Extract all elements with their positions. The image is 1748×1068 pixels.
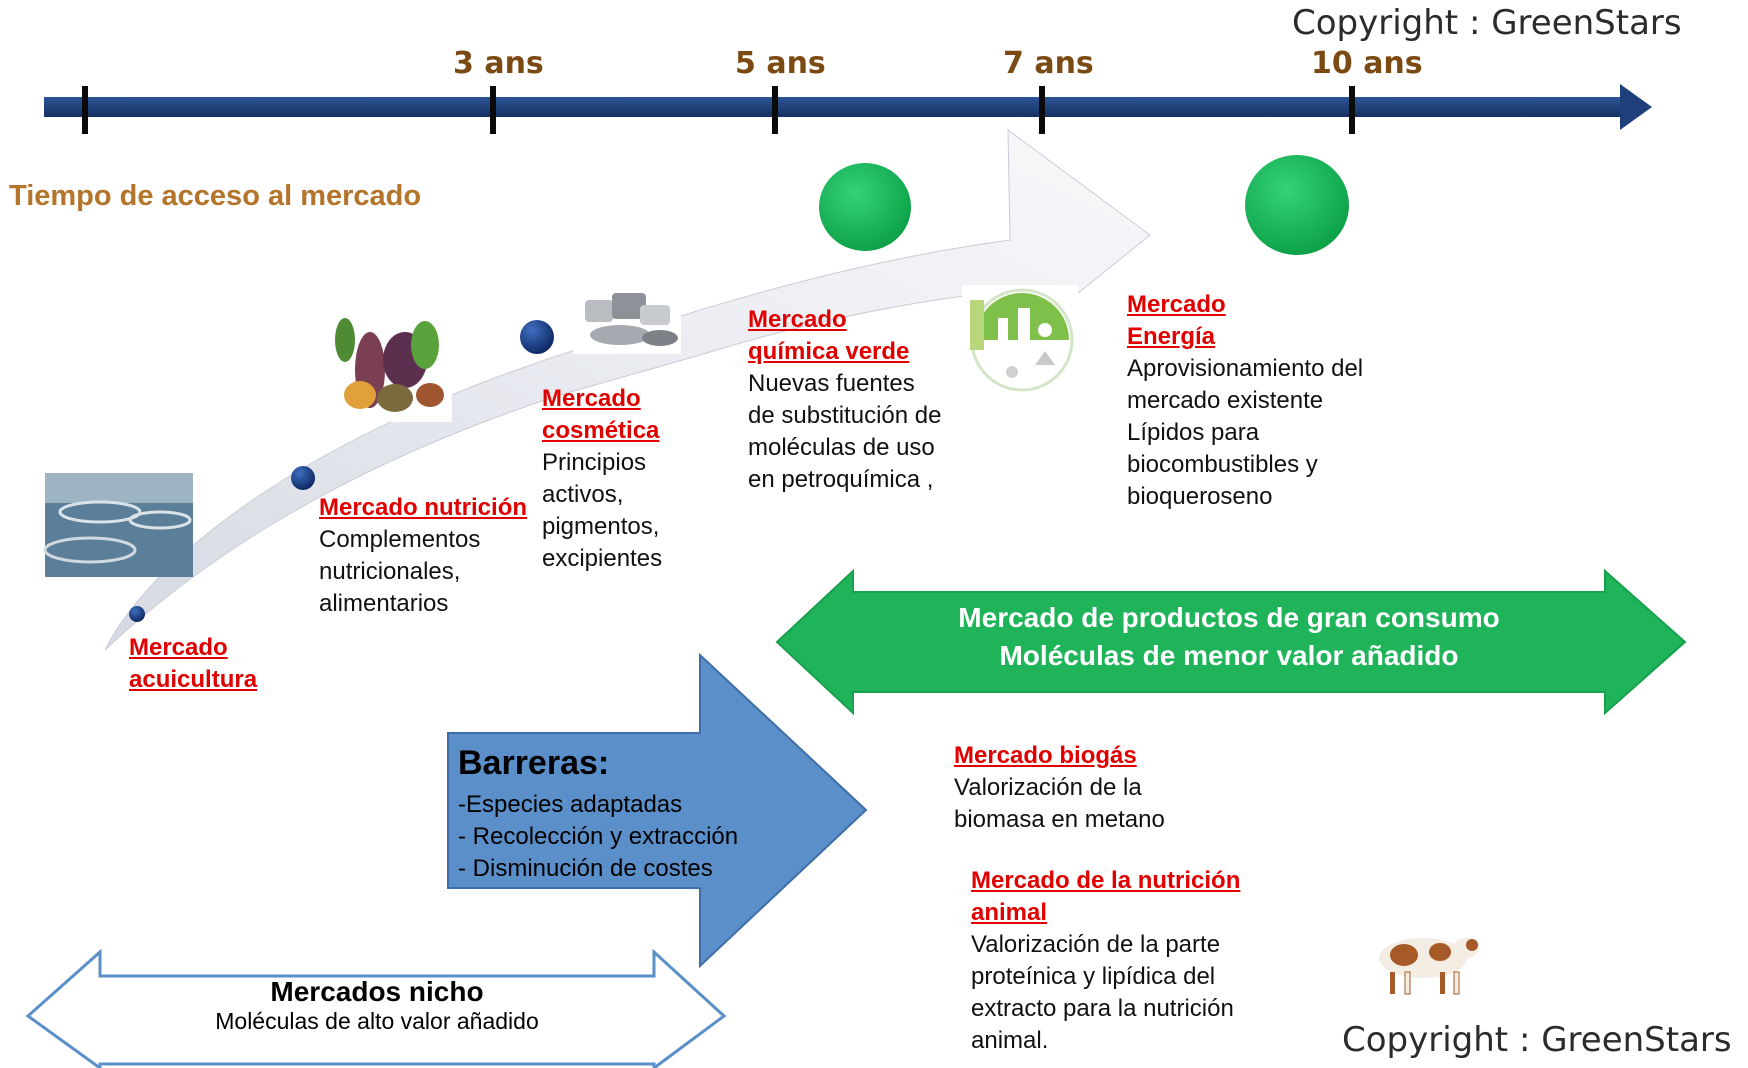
market-title: Mercado	[748, 306, 847, 333]
market-description: bioqueroseno	[1127, 483, 1273, 510]
barriers-box: Barreras: -Especies adaptadas - Recolecc…	[458, 744, 738, 885]
cow-photo	[1363, 932, 1491, 1002]
market-description: excipientes	[542, 545, 663, 572]
barriers-title: Barreras:	[458, 744, 610, 782]
market-description: Valorización de la	[954, 774, 1142, 801]
tick-label-5-ans: 5 ans	[735, 46, 826, 81]
consumer-market-label: Mercado de productos de gran consumo Mol…	[853, 599, 1605, 675]
tick-mark	[490, 86, 496, 134]
market-description: Principios	[542, 449, 647, 476]
consumer-market-line: Moléculas de menor valor añadido	[999, 640, 1459, 671]
aquaculture-photo	[43, 473, 193, 577]
market-description: en petroquímica ,	[748, 466, 934, 493]
barrier-item: - Recolección y extracción	[458, 823, 739, 850]
green-milestone-ball	[1245, 155, 1349, 255]
tick-mark	[772, 86, 778, 134]
market-nutricion: Mercado nutrición Complementos nutricion…	[319, 492, 527, 620]
market-description: activos,	[542, 481, 624, 508]
market-description: Aprovisionamiento del	[1127, 355, 1364, 382]
market-title: química verde	[748, 338, 910, 365]
milestone-dot	[291, 466, 315, 490]
barrier-item: -Especies adaptadas	[458, 791, 683, 818]
market-description: Nuevas fuentes	[748, 370, 915, 397]
green-milestone-ball	[819, 163, 911, 251]
tick-mark	[82, 86, 88, 134]
tick-label-7-ans: 7 ans	[1003, 46, 1094, 81]
tick-label-10-ans: 10 ans	[1311, 46, 1423, 81]
market-biogas: Mercado biogás Valorización de la biomas…	[954, 740, 1165, 836]
market-nutricion-animal: Mercado de la nutrición animal Valorizac…	[971, 865, 1240, 1057]
market-title: Mercado	[542, 385, 641, 412]
market-title: cosmética	[542, 417, 660, 444]
market-title: Mercado	[1127, 291, 1226, 318]
market-description: animal.	[971, 1027, 1049, 1054]
barrier-item: - Disminución de costes	[458, 855, 713, 882]
market-title: acuicultura	[129, 666, 258, 693]
market-title: Mercado nutrición	[319, 494, 528, 521]
tick-label-3-ans: 3 ans	[453, 46, 544, 81]
market-description: Complementos	[319, 526, 481, 553]
green-chemistry-logo	[962, 285, 1078, 397]
market-description: biomasa en metano	[954, 806, 1165, 833]
copyright-top: Copyright : GreenStars	[1292, 3, 1682, 43]
market-title: Mercado de la nutrición	[971, 867, 1241, 894]
market-acuicultura: Mercado acuicultura	[129, 632, 257, 696]
market-title: Mercado biogás	[954, 742, 1137, 769]
milestone-dot	[129, 606, 145, 622]
niche-subtitle: Moléculas de alto valor añadido	[215, 1008, 539, 1034]
vegetables-photo	[334, 312, 452, 422]
barriers-arrow	[447, 652, 868, 969]
market-title: animal	[971, 899, 1048, 926]
tick-mark	[1039, 86, 1045, 134]
market-energia: Mercado Energía Aprovisionamiento del me…	[1127, 289, 1363, 513]
cosmetic-jars-photo	[573, 288, 681, 354]
market-description: alimentarios	[319, 590, 449, 617]
niche-title: Mercados nicho	[270, 976, 484, 1007]
market-title: Energía	[1127, 323, 1216, 350]
market-description: de substitución de	[748, 402, 942, 429]
market-description: biocombustibles y	[1127, 451, 1318, 478]
market-title: Mercado	[129, 634, 228, 661]
consumer-market-line: Mercado de productos de gran consumo	[958, 602, 1500, 633]
market-description: nutricionales,	[319, 558, 461, 585]
market-cosmetica: Mercado cosmética Principios activos, pi…	[542, 383, 662, 575]
market-quimica-verde: Mercado química verde Nuevas fuentes de …	[748, 304, 941, 496]
market-access-time-heading: Tiempo de acceso al mercado	[9, 180, 422, 212]
tick-mark	[1349, 86, 1355, 134]
market-description: Lípidos para	[1127, 419, 1260, 446]
niche-markets-double-arrow	[25, 948, 727, 1068]
market-description: proteínica y lipídica del	[971, 963, 1216, 990]
growth-swoosh-arrow	[104, 128, 1151, 651]
market-description: pigmentos,	[542, 513, 660, 540]
market-description: mercado existente	[1127, 387, 1324, 414]
copyright-bottom: Copyright : GreenStars	[1342, 1020, 1732, 1060]
milestone-dot	[520, 320, 554, 354]
timeline-arrow	[44, 84, 1652, 134]
consumer-market-double-arrow	[775, 568, 1687, 716]
market-description: moléculas de uso	[748, 434, 935, 461]
market-description: extracto para la nutrición	[971, 995, 1234, 1022]
market-description: Valorización de la parte	[971, 931, 1221, 958]
niche-markets-label: Mercados nicho Moléculas de alto valor a…	[100, 976, 654, 1035]
